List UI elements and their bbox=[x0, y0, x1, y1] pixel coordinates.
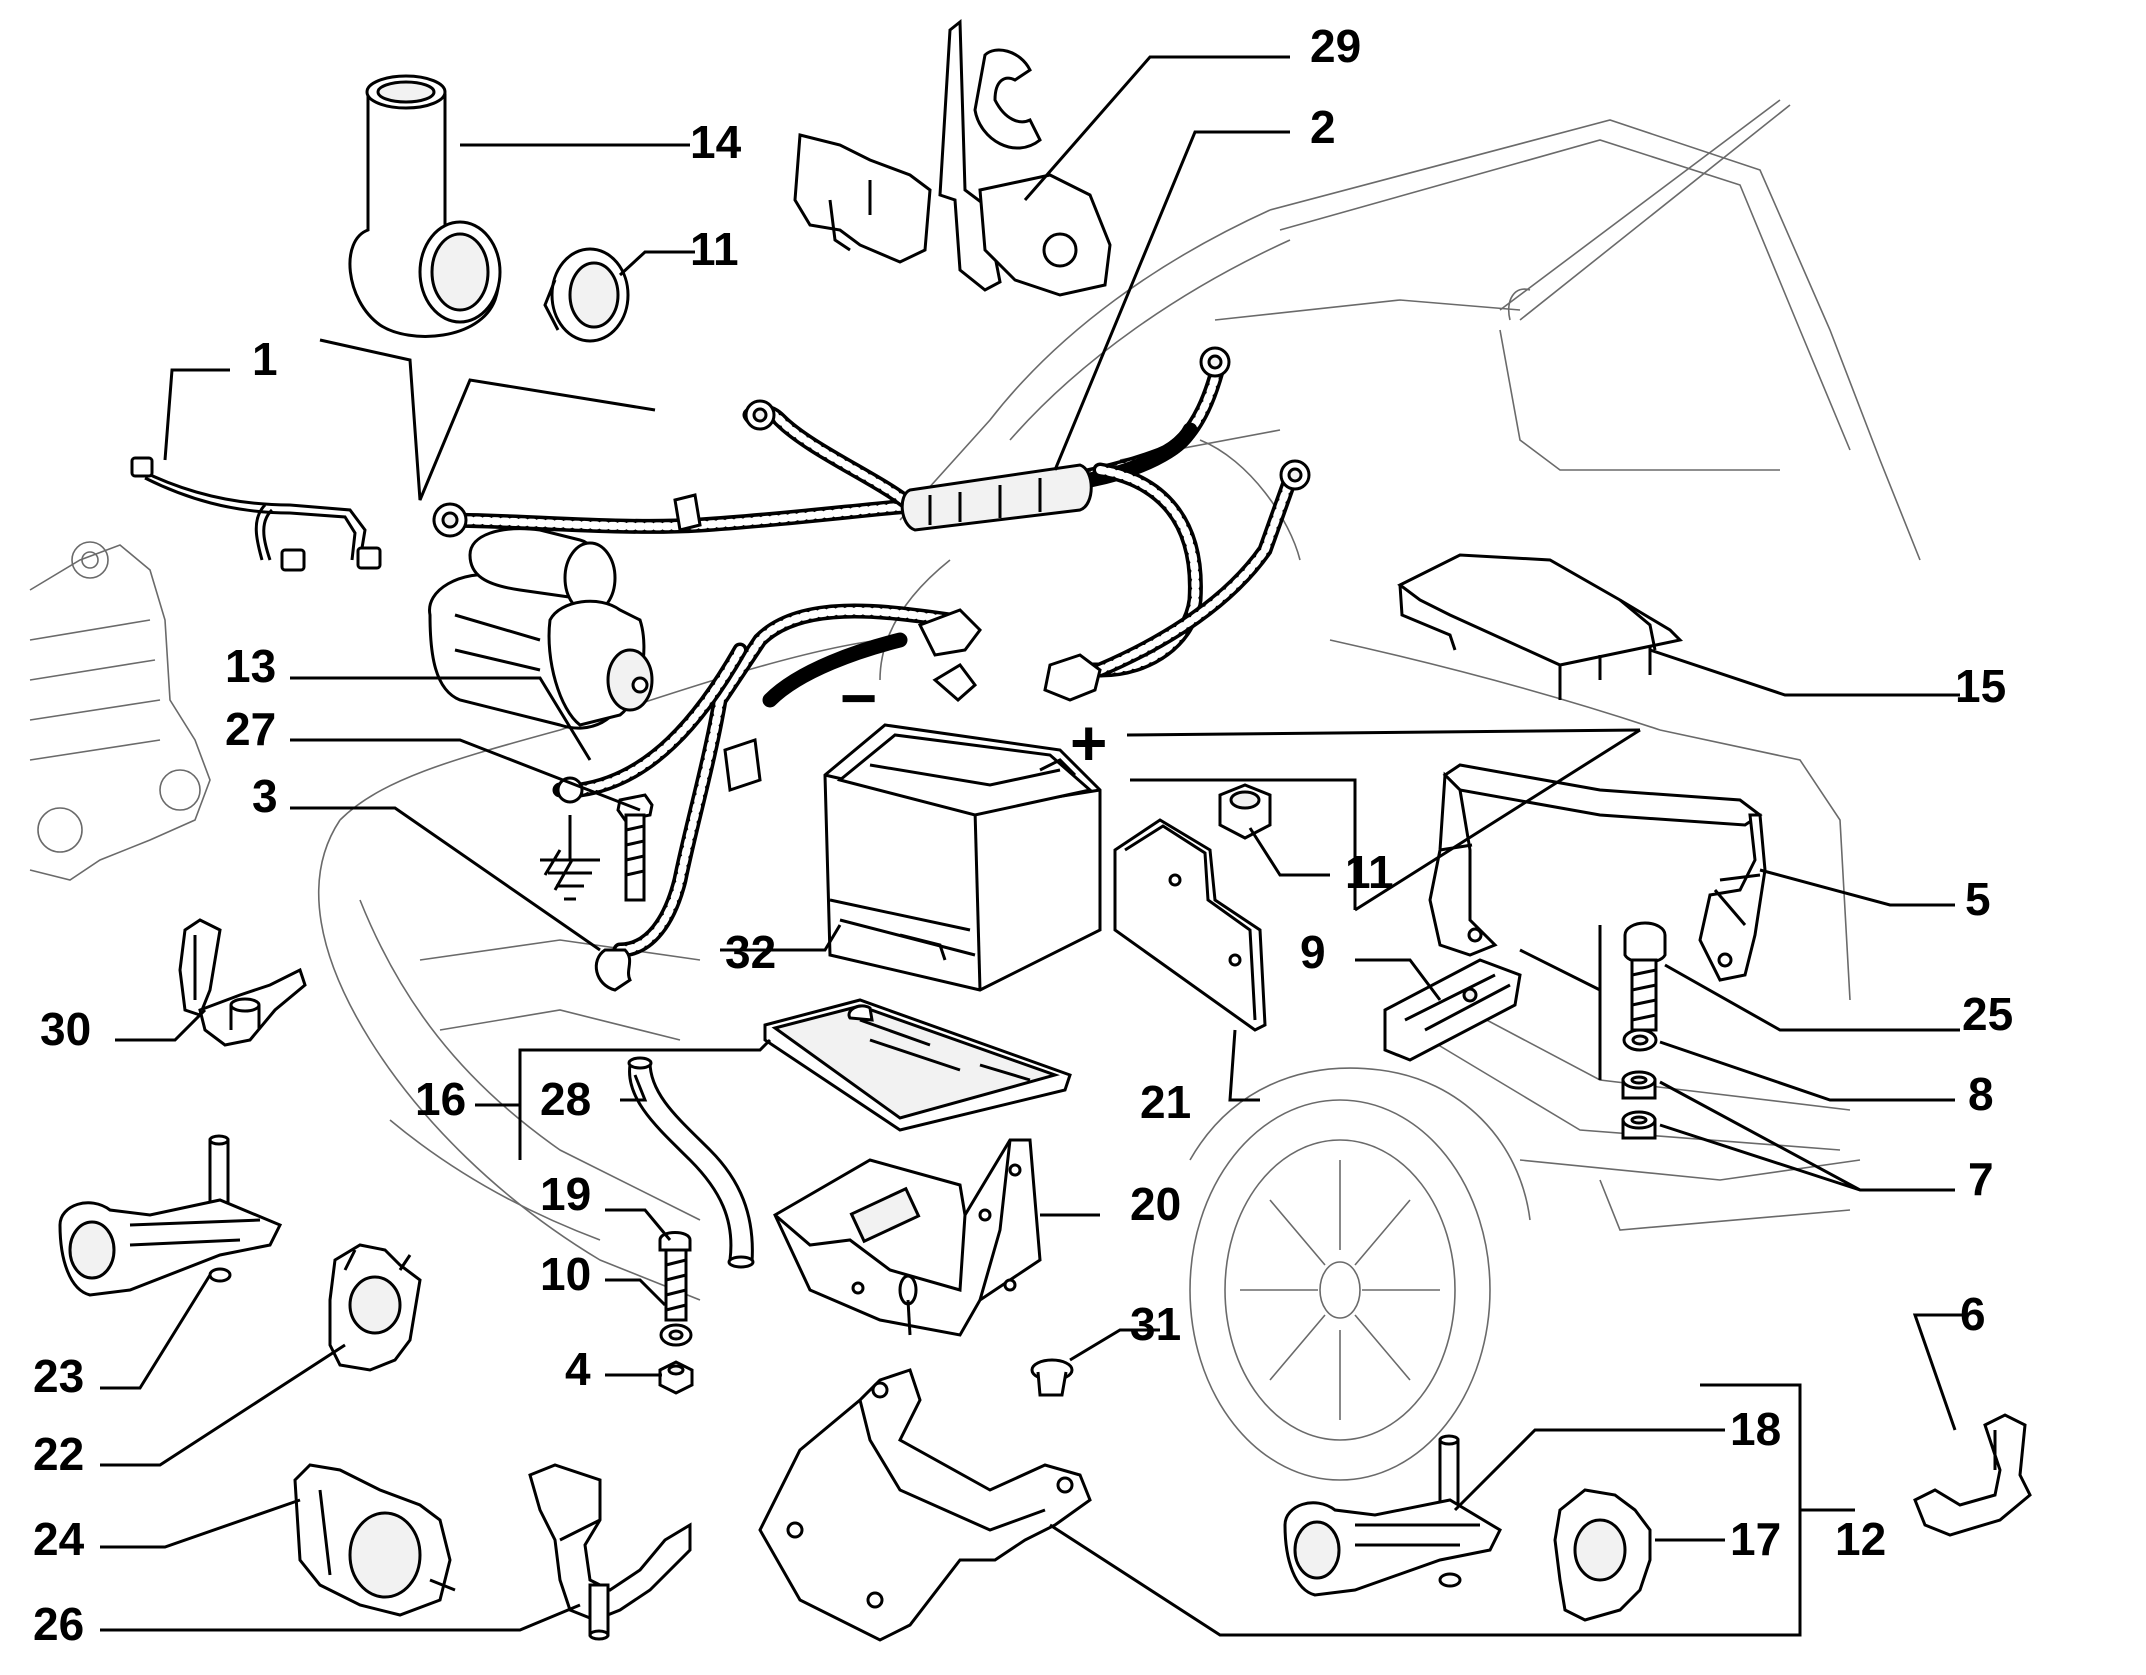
callout-17: 17 bbox=[1730, 1513, 1781, 1565]
callout-26: 26 bbox=[33, 1598, 84, 1650]
ground-symbol-icon bbox=[540, 815, 600, 901]
washer-8-part bbox=[1622, 1028, 1658, 1052]
relay-bracket-part bbox=[793, 18, 1112, 297]
alternator-outline bbox=[29, 541, 211, 881]
elbow-hose-part bbox=[348, 74, 502, 338]
callout-29: 29 bbox=[1310, 20, 1361, 72]
clip-23-part bbox=[58, 1134, 283, 1297]
clip-26-part bbox=[528, 1463, 692, 1641]
plug-31-part bbox=[1030, 1358, 1074, 1397]
callout-22: 22 bbox=[33, 1428, 84, 1480]
negative-terminal-sign: − bbox=[840, 662, 877, 734]
callout-8: 8 bbox=[1968, 1068, 1994, 1120]
callout-labels: 29 2 14 11 1 13 27 3 32 15 11 5 9 25 8 7… bbox=[33, 20, 2013, 1650]
drain-hose-part bbox=[627, 1056, 755, 1269]
battery-cover-part bbox=[1397, 553, 1684, 700]
callout-23: 23 bbox=[33, 1350, 84, 1402]
starter-motor-part bbox=[428, 527, 654, 730]
callout-14: 14 bbox=[690, 116, 742, 168]
callout-11-right: 11 bbox=[1345, 846, 1394, 898]
clip-24-part bbox=[293, 1463, 456, 1617]
callout-9: 9 bbox=[1300, 926, 1326, 978]
callout-27: 27 bbox=[225, 703, 276, 755]
spacer-7-part bbox=[1621, 1070, 1657, 1140]
grommet-part bbox=[543, 247, 630, 343]
callout-16: 16 bbox=[415, 1073, 466, 1125]
callout-21: 21 bbox=[1140, 1076, 1191, 1128]
callout-6: 6 bbox=[1960, 1288, 1986, 1340]
clip-18-part bbox=[1283, 1434, 1502, 1597]
callout-25: 25 bbox=[1962, 988, 2013, 1040]
clip-6-part bbox=[1913, 1413, 2032, 1537]
clip-30-part bbox=[178, 918, 307, 1047]
support-bracket-part bbox=[758, 1368, 1092, 1642]
callout-4: 4 bbox=[565, 1343, 591, 1395]
callout-13: 13 bbox=[225, 640, 276, 692]
positive-terminal-sign: + bbox=[1070, 707, 1107, 779]
clamp-block-part bbox=[1383, 958, 1522, 1062]
bolt-19-part bbox=[658, 1231, 692, 1322]
callout-2: 2 bbox=[1310, 101, 1336, 153]
callout-10: 10 bbox=[540, 1248, 591, 1300]
callout-30: 30 bbox=[40, 1003, 91, 1055]
clip-17-part bbox=[1553, 1488, 1652, 1622]
leader-lines bbox=[100, 55, 1965, 1637]
battery-insulator-part bbox=[1113, 818, 1267, 1032]
callout-20: 20 bbox=[1130, 1178, 1181, 1230]
callout-1: 1 bbox=[252, 333, 278, 385]
callout-32: 32 bbox=[725, 926, 776, 978]
callout-7: 7 bbox=[1968, 1153, 1994, 1205]
small-harness-part bbox=[130, 456, 382, 572]
main-harness-part bbox=[432, 346, 1311, 992]
washer-10-part bbox=[659, 1323, 693, 1347]
callout-15: 15 bbox=[1955, 660, 2006, 712]
bolt-27-part bbox=[616, 793, 654, 902]
tray-bracket-part bbox=[773, 1138, 1042, 1337]
hold-down-strap-part bbox=[1428, 763, 1767, 982]
callout-28: 28 bbox=[540, 1073, 591, 1125]
callout-18: 18 bbox=[1730, 1403, 1781, 1455]
callout-31: 31 bbox=[1130, 1298, 1181, 1350]
battery-tray-part bbox=[763, 998, 1072, 1132]
callout-3: 3 bbox=[252, 770, 278, 822]
callout-5: 5 bbox=[1965, 873, 1991, 925]
bolt-25-part bbox=[1623, 921, 1667, 1032]
nut-4-part bbox=[658, 1360, 694, 1395]
clip-22-part bbox=[328, 1243, 422, 1372]
battery-part bbox=[823, 723, 1102, 992]
callout-24: 24 bbox=[33, 1513, 85, 1565]
nut-11-part bbox=[1218, 783, 1272, 840]
callout-12: 12 bbox=[1835, 1513, 1886, 1565]
callout-11-top: 11 bbox=[690, 223, 739, 275]
callout-19: 19 bbox=[540, 1168, 591, 1220]
